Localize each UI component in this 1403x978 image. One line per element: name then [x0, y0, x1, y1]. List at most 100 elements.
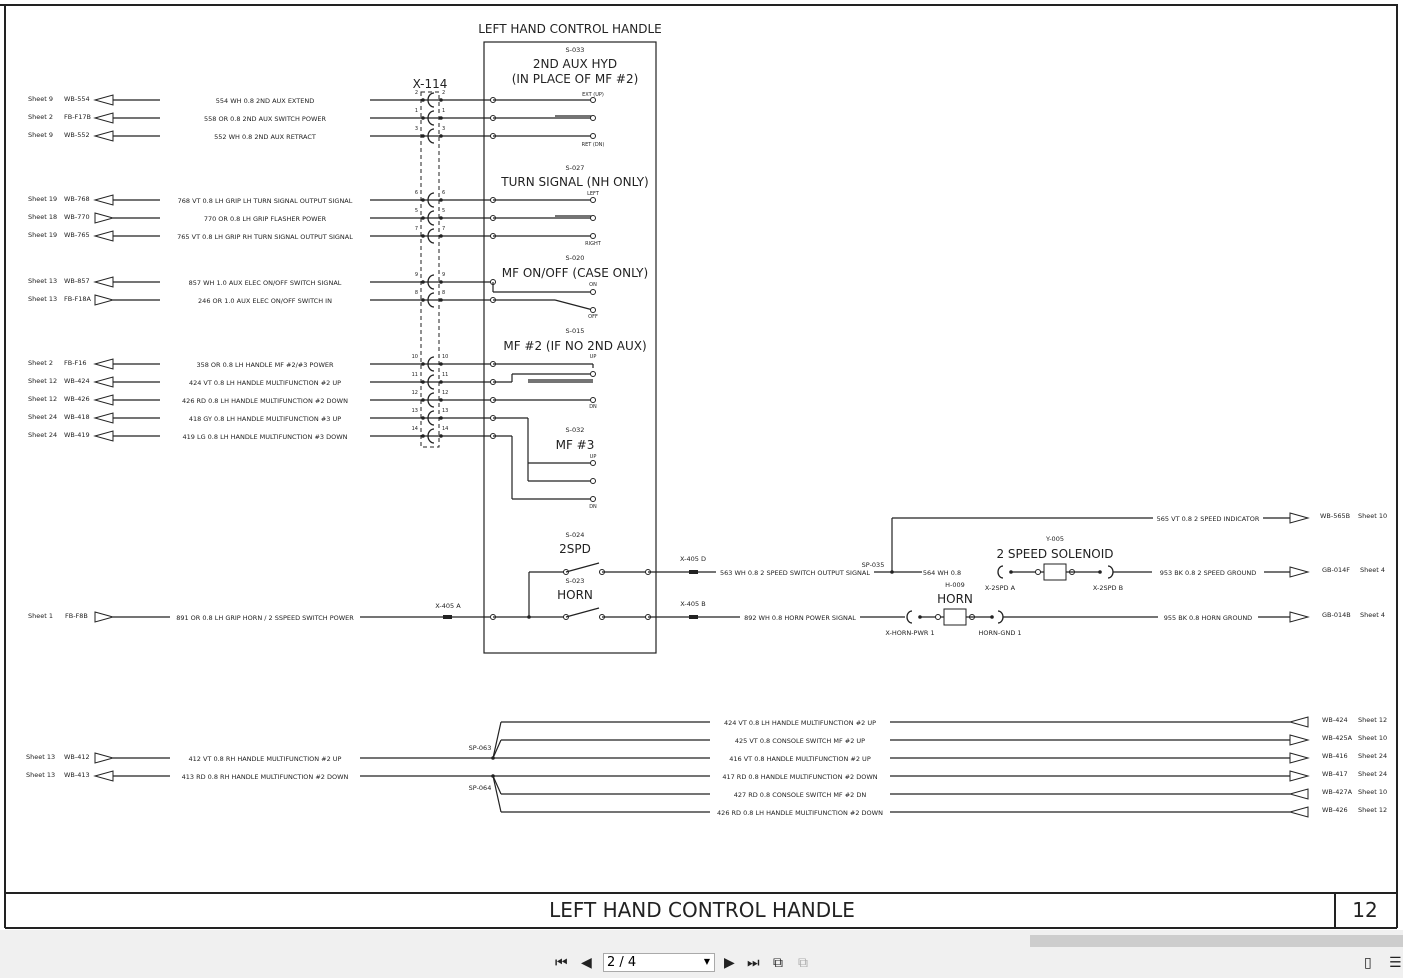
- wire-label: 891 OR 0.8 LH GRIP HORN / 2 SSPEED SWITC…: [176, 614, 354, 622]
- sheet-ref: Sheet 13: [28, 277, 57, 285]
- wire: [554, 299, 594, 311]
- pin-number: 8: [442, 290, 445, 296]
- single-page-icon[interactable]: ▯: [1364, 955, 1372, 971]
- switch-position: OFF: [588, 314, 598, 320]
- junction-dot: [439, 434, 443, 438]
- prev-page-icon[interactable]: ◀: [581, 955, 592, 971]
- connector-pin: [427, 92, 435, 108]
- splice-label: SP-035: [862, 561, 885, 569]
- wire-ref: WB-426: [64, 395, 90, 403]
- switch-id: S-023: [566, 577, 585, 585]
- wire-row: Sheet 13 WB-857 857 WH 1.0 AUX ELEC ON/OFF…: [28, 272, 496, 290]
- wire-label: 358 OR 0.8 LH HANDLE MF #2/#3 POWER: [196, 361, 334, 369]
- switch-id: S-015: [566, 327, 585, 335]
- wire-label: 419 LG 0.8 LH HANDLE MULTIFUNCTION #3 DO…: [182, 433, 347, 441]
- sheet-ref: Sheet 13: [26, 771, 55, 779]
- pin-number: 11: [412, 372, 418, 378]
- junction-dot: [421, 198, 425, 202]
- terminal: [590, 460, 596, 466]
- continuous-page-icon[interactable]: ☰: [1389, 955, 1402, 971]
- pin-number: 1: [415, 108, 418, 114]
- label-bg: [922, 567, 962, 575]
- wire-ref: GB-014B: [1322, 611, 1351, 619]
- terminal: [590, 371, 596, 377]
- label-bg: [1152, 567, 1264, 575]
- junction-dot: [439, 298, 443, 302]
- page-number-select[interactable]: 2 / 4▼: [603, 953, 715, 972]
- control-handle-box: [483, 41, 657, 654]
- junction-dot: [439, 280, 443, 284]
- terminal: [590, 478, 596, 484]
- junction-dot: [421, 380, 425, 384]
- off-sheet-arrow-out-icon: [94, 294, 115, 306]
- pin-number: 13: [442, 408, 448, 414]
- junction-dot: [439, 380, 443, 384]
- wire-label: 955 BK 0.8 HORN GROUND: [1164, 614, 1252, 622]
- next-page-icon[interactable]: ▶: [724, 955, 735, 971]
- off-sheet-arrow-in-icon: [93, 276, 114, 288]
- switch-position: UP: [590, 354, 597, 360]
- wire-row: 424 VT 0.8 LH HANDLE MULTIFUNCTION #2 UP…: [492, 716, 1387, 759]
- pdf-viewer-toolbar: ⏮ ◀ 2 / 4▼ ▶ ⏭ ⧉ ⧉ ▯ ☰: [0, 930, 1403, 978]
- connector-pin: [427, 392, 435, 408]
- label-bg: [160, 213, 370, 221]
- last-page-icon[interactable]: ⏭: [747, 955, 760, 971]
- off-sheet-arrow-out-icon: [94, 611, 115, 623]
- junction-dot: [421, 116, 425, 120]
- splice-label: SP-064: [469, 784, 492, 792]
- junction-dot: [421, 98, 425, 102]
- label-bg: [170, 753, 360, 761]
- terminal: [590, 289, 596, 295]
- connector: [997, 565, 1004, 579]
- first-page-icon[interactable]: ⏮: [555, 955, 568, 971]
- wire-ref: WB-552: [64, 131, 90, 139]
- wire-label: 427 RD 0.8 CONSOLE SWITCH MF #2 DN: [734, 791, 867, 799]
- wire-label: 857 WH 1.0 AUX ELEC ON/OFF SWITCH SIGNAL: [189, 279, 342, 287]
- terminal: [1035, 569, 1041, 575]
- connector-pin: [427, 228, 435, 244]
- label-bg: [160, 195, 370, 203]
- horn-symbol: [943, 608, 967, 626]
- sheet-ref: Sheet 9: [28, 95, 53, 103]
- wire-label: 418 GY 0.8 LH HANDLE MULTIFUNCTION #3 UP: [189, 415, 341, 423]
- connector-label: X-405 A: [435, 602, 461, 610]
- label-bg: [160, 413, 370, 421]
- junction-dot: [421, 234, 425, 238]
- splice-label: SP-063: [469, 744, 492, 752]
- wire-ref: WB-426: [1322, 806, 1348, 814]
- off-sheet-arrow-out-icon: [1289, 734, 1310, 746]
- next-view-icon[interactable]: ⧉: [798, 955, 808, 971]
- sheet-ref: Sheet 24: [28, 413, 57, 421]
- pin-number: 13: [412, 408, 418, 414]
- sheet-ref: Sheet 19: [28, 231, 57, 239]
- sheet-ref: Sheet 4: [1360, 566, 1385, 574]
- wire-label: 554 WH 0.8 2ND AUX EXTEND: [216, 97, 314, 105]
- wire-label: 426 RD 0.8 LH HANDLE MULTIFUNCTION #2 DO…: [182, 397, 348, 405]
- wire-ref: FB-F18A: [64, 295, 92, 303]
- wire-label: 765 VT 0.8 LH GRIP RH TURN SIGNAL OUTPUT…: [177, 233, 353, 241]
- junction-dot: [421, 298, 425, 302]
- sheet-ref: Sheet 10: [1358, 512, 1387, 520]
- wire-ref: WB-565B: [1320, 512, 1350, 520]
- connector-pin: [427, 374, 435, 390]
- horizontal-scrollbar[interactable]: [1030, 935, 1403, 947]
- junction-dot: [439, 398, 443, 402]
- off-sheet-arrow-in-icon: [93, 770, 114, 782]
- label-bg: [1153, 513, 1263, 521]
- switch-position: LEFT: [587, 191, 600, 197]
- wire-ref: WB-554: [64, 95, 90, 103]
- wire-ref: WB-413: [64, 771, 90, 779]
- wire-label: 564 WH 0.8: [923, 569, 961, 577]
- previous-view-icon[interactable]: ⧉: [773, 955, 783, 971]
- wire-ref: WB-857: [64, 277, 90, 285]
- terminal: [590, 397, 596, 403]
- connector-label: X-405 D: [680, 555, 706, 563]
- terminal: [590, 197, 596, 203]
- page-number-value: 2 / 4: [607, 955, 637, 970]
- junction-dot: [439, 134, 443, 138]
